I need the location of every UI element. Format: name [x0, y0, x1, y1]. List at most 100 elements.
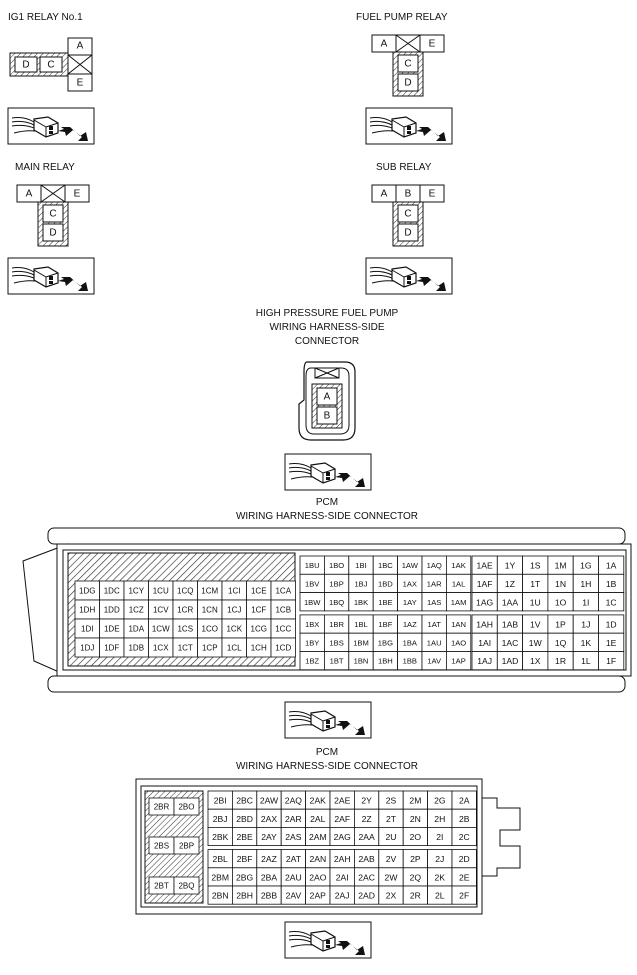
pin-label: 1BZ — [305, 657, 319, 666]
connector-hand-icon — [7, 107, 95, 145]
pin-label: 2BG — [236, 872, 254, 882]
pin-label: 1R — [555, 656, 566, 666]
pin-label: 2BL — [213, 854, 229, 864]
pin-label: 2BM — [211, 872, 229, 882]
pin-label: 1BJ — [354, 579, 367, 588]
pin-label: 1S — [530, 561, 541, 571]
pin-label: 1AE — [477, 561, 494, 571]
pin-label: 2Z — [362, 814, 372, 824]
pcm1-title-line: PCM — [316, 497, 338, 508]
pin-label: 1AM — [451, 598, 467, 607]
pin-label: 2AG — [334, 832, 352, 842]
pin-label: 2BS — [154, 842, 169, 851]
pin-cell — [445, 651, 472, 671]
pin-label: 2AX — [261, 814, 278, 824]
pin-label: 1Y — [505, 561, 516, 571]
pin-label: 2K — [435, 872, 446, 882]
pcm2-title-line: PCM — [316, 747, 338, 758]
pin-label: 1CX — [153, 644, 169, 653]
pin-label: 2R — [410, 891, 421, 901]
sub-relay-pin: A — [381, 189, 388, 200]
pin-label: 1BP — [329, 579, 343, 588]
pin-cell — [173, 836, 200, 855]
pin-label: 1BC — [378, 561, 393, 570]
pin-label: 1T — [530, 579, 541, 589]
pin-label: 2BO — [178, 803, 194, 812]
pin-label: 1CB — [275, 606, 291, 615]
pin-label: 1AJ — [477, 656, 492, 666]
ig1-pin: E — [77, 78, 84, 89]
pin-label: 1BO — [329, 561, 344, 570]
pin-label: 1BR — [329, 620, 344, 629]
pin-label: 2X — [386, 891, 397, 901]
pin-label: 1AL — [452, 579, 466, 588]
pin-label: 2AP — [310, 891, 327, 901]
main-relay-pin: A — [26, 189, 33, 200]
pin-label: 1C — [606, 597, 617, 607]
pin-label: 1BH — [378, 657, 393, 666]
pin-label: 2BI — [214, 796, 227, 806]
pin-label: 1AP — [451, 657, 465, 666]
pin-label: 1G — [580, 561, 592, 571]
pin-label: 1CR — [177, 606, 193, 615]
pin-label: 2AT — [286, 854, 302, 864]
sub-relay-title: SUB RELAY — [376, 162, 432, 173]
pin-label: 1H — [580, 579, 591, 589]
pin-label: 1AS — [427, 598, 441, 607]
pin-label: 2M — [409, 796, 421, 806]
pin-label: 1J — [581, 620, 590, 630]
pin-label: 1M — [555, 561, 567, 571]
pin-label: 1BY — [305, 638, 319, 647]
fuel-pump-relay: FUEL PUMP RELAY A E C D — [356, 12, 448, 97]
pin-cell — [173, 876, 200, 895]
pin-label: 2C — [459, 832, 470, 842]
pin-label: 1CK — [226, 625, 242, 634]
pin-label: 1P — [555, 620, 566, 630]
pin-label: 1AV — [427, 657, 442, 666]
pin-label: 2BD — [236, 814, 253, 824]
pin-label: 1CN — [202, 606, 218, 615]
pin-label: 2AZ — [261, 854, 277, 864]
sub-relay-pin: B — [405, 189, 412, 200]
pin-label: 1DB — [128, 644, 144, 653]
pin-label: 1BA — [403, 638, 418, 647]
pin-label: 2W — [385, 872, 399, 882]
pin-label: 2I — [436, 832, 443, 842]
pin-label: 1CF — [251, 606, 266, 615]
pin-label: 1AG — [476, 597, 494, 607]
pin-label: 2AA — [358, 832, 375, 842]
pin-label: 2U — [386, 832, 397, 842]
pin-label: 2BA — [261, 872, 278, 882]
pin-label: 1CC — [275, 625, 291, 634]
pin-label: 1A — [606, 561, 617, 571]
pin-label: 1BB — [403, 657, 417, 666]
pin-label: 1D — [606, 620, 617, 630]
fuel-pump-pin: E — [429, 39, 436, 50]
pin-label: 1CD — [275, 644, 291, 653]
sub-relay-pin: D — [404, 228, 411, 239]
pin-label: 1AY — [403, 598, 417, 607]
pin-label: 2AK — [310, 796, 327, 806]
pin-label: 2D — [459, 854, 470, 864]
fuel-pump-pin: D — [404, 78, 411, 89]
pin-label: 2AM — [309, 832, 327, 842]
pin-label: 2AO — [309, 872, 327, 882]
pin-label: 1CZ — [129, 606, 144, 615]
pin-label: 1BK — [354, 598, 368, 607]
pin-label: 2AL — [310, 814, 326, 824]
pin-label: 2O — [410, 832, 422, 842]
pin-label: 1AU — [427, 638, 442, 647]
pin-label: 1CW — [152, 625, 170, 634]
pin-label: 1BI — [355, 561, 366, 570]
pin-label: 1AF — [477, 579, 493, 589]
pin-label: 1AW — [402, 561, 419, 570]
hpfp-title-line: CONNECTOR — [295, 336, 359, 347]
connector-hand-icon — [365, 107, 453, 145]
main-relay-title: MAIN RELAY — [15, 162, 75, 173]
pin-cell — [445, 592, 472, 612]
